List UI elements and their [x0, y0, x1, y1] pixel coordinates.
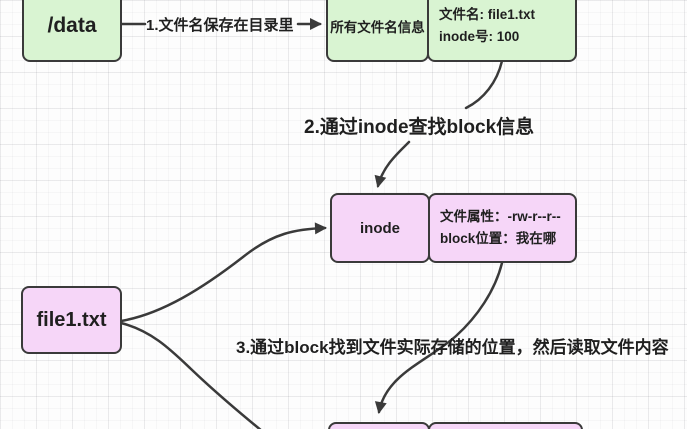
dir-entry-inode-number: inode号: 100	[439, 29, 520, 44]
inode-name-label: inode	[360, 219, 400, 237]
annotation-step1: 1.文件名保存在目录里	[146, 17, 294, 34]
dir-entry-detail-cell: 文件名: file1.txt inode号: 100	[427, 0, 577, 62]
dir-entry-name-cell: 所有文件名信息	[326, 0, 429, 62]
directory-node: /data	[22, 0, 122, 62]
block-node-left-cell	[328, 422, 430, 429]
block-node-right-cell	[428, 422, 583, 429]
file-node-label: file1.txt	[36, 308, 107, 331]
annotation-step3: 3.通过block找到文件实际存储的位置，然后读取文件内容	[236, 338, 669, 357]
connector-dirinfo-to-step2	[464, 59, 504, 110]
file-node: file1.txt	[21, 286, 122, 354]
dir-entry-filename: 文件名: file1.txt	[439, 7, 536, 23]
inode-block-location: block位置：我在哪	[440, 231, 557, 246]
directory-node-label: /data	[47, 14, 97, 37]
inode-detail-cell: 文件属性：-rw-r--r-- block位置：我在哪	[428, 193, 577, 263]
connector-step2-to-inode	[374, 140, 411, 188]
inode-file-attributes: 文件属性：-rw-r--r--	[440, 209, 561, 225]
annotation-step2: 2.通过inode查找block信息	[304, 117, 535, 138]
inode-name-cell: inode	[330, 193, 430, 263]
connector-file-to-inode	[119, 222, 327, 323]
dir-entry-name-label: 所有文件名信息	[330, 20, 425, 35]
